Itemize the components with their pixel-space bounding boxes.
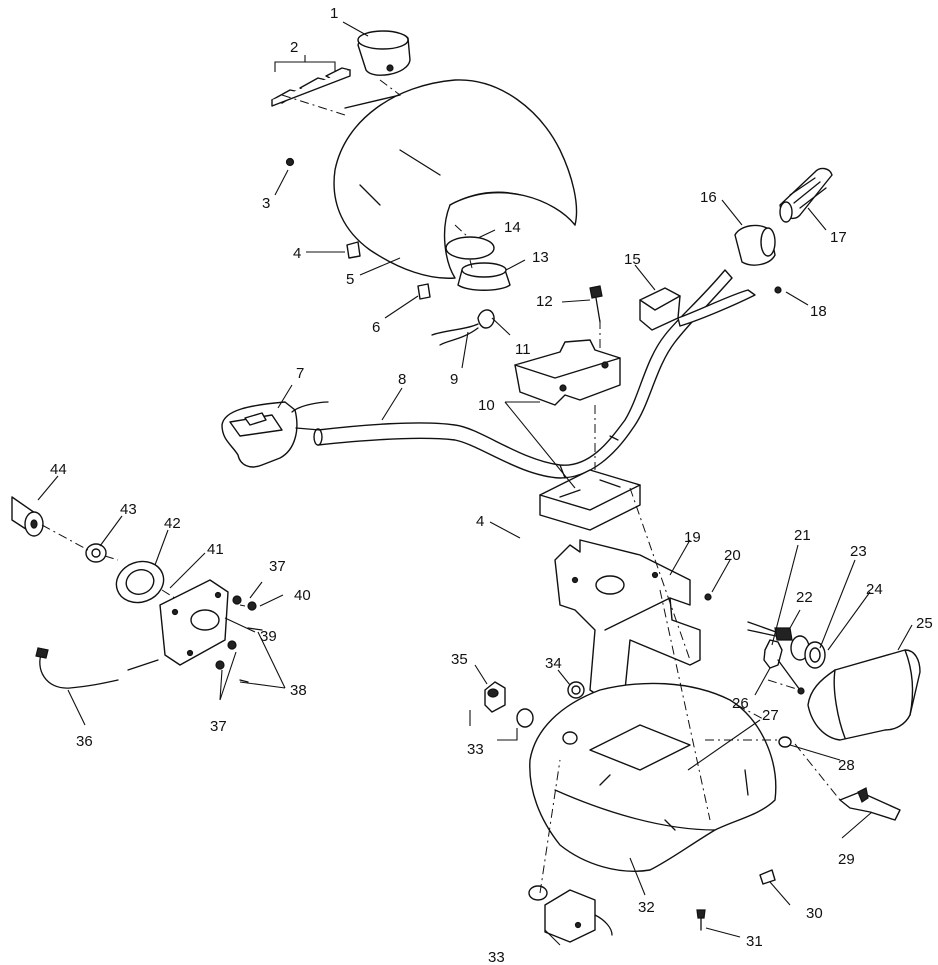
- callout-8: 8: [398, 371, 406, 388]
- callout-15: 15: [624, 251, 641, 268]
- clip: [346, 241, 361, 259]
- callout-13: 13: [532, 249, 549, 266]
- callout-28: 28: [838, 757, 855, 774]
- screw: [774, 286, 782, 294]
- mounting-plate: [159, 579, 229, 666]
- callout-30: 30: [806, 905, 823, 922]
- nut: [516, 708, 534, 728]
- callout-42: 42: [164, 515, 181, 532]
- handlebar: [313, 269, 733, 479]
- callout-2: 2: [290, 39, 298, 56]
- callout-37-lower: 37: [210, 718, 227, 735]
- handlebar-clamp-lower: [539, 469, 641, 531]
- foam-pad: [11, 496, 44, 537]
- bezel-ring: [445, 236, 495, 260]
- callout-44: 44: [50, 461, 67, 478]
- clamp-bolt: [589, 285, 603, 323]
- throttle-housing: [734, 224, 776, 266]
- callout-24: 24: [866, 581, 883, 598]
- callout-34: 34: [545, 655, 562, 672]
- switch-buttons: [271, 67, 351, 107]
- callout-39: 39: [260, 628, 277, 645]
- callout-33-upper: 33: [467, 741, 484, 758]
- callout-38: 38: [290, 682, 307, 699]
- callout-3: 3: [262, 195, 270, 212]
- adjuster-gear: [763, 639, 805, 695]
- callout-1: 1: [330, 5, 338, 22]
- gasket: [115, 560, 165, 604]
- callout-12: 12: [536, 293, 553, 310]
- left-control-housing: [221, 401, 329, 468]
- callout-41: 41: [207, 541, 224, 558]
- callout-36: 36: [76, 733, 93, 750]
- grommet: [567, 681, 585, 699]
- bolt: [215, 595, 263, 683]
- screw: [696, 909, 706, 931]
- retaining-ring: [804, 641, 826, 669]
- callout-35: 35: [451, 651, 468, 668]
- handlebar-clamp-upper: [514, 339, 621, 406]
- brake-master-cylinder: [639, 287, 756, 331]
- clip: [759, 869, 776, 885]
- callout-4-cover: 4: [293, 245, 301, 262]
- callout-16: 16: [700, 189, 717, 206]
- screw: [285, 157, 295, 167]
- headlamp: [807, 649, 921, 741]
- callout-labels: 1 2 3 4 4 5 6 7 8 9 10 11 12 13 14 15 16…: [50, 5, 933, 965]
- ignition-switch: [528, 885, 613, 943]
- callout-25: 25: [916, 615, 933, 632]
- assembly-lines: [41, 79, 841, 894]
- lens-ring: [457, 262, 511, 291]
- wire-harness: [35, 647, 159, 689]
- callout-31: 31: [746, 933, 763, 950]
- callout-32: 32: [638, 899, 655, 916]
- front-cowl: [529, 682, 777, 872]
- headlight-bracket: [554, 539, 701, 701]
- leader-lines: [37, 21, 913, 946]
- callout-43: 43: [120, 501, 137, 518]
- callout-22: 22: [796, 589, 813, 606]
- callout-27: 27: [762, 707, 779, 724]
- callout-11: 11: [515, 341, 531, 358]
- mounting-bracket: [839, 787, 901, 821]
- callout-21: 21: [794, 527, 811, 544]
- callout-17: 17: [830, 229, 847, 246]
- callout-33-lower: 33: [488, 949, 505, 965]
- handlebar-cover: [333, 79, 578, 279]
- callout-14: 14: [504, 219, 521, 236]
- screw: [704, 593, 712, 601]
- callout-40: 40: [294, 587, 311, 604]
- o-ring: [778, 736, 792, 748]
- callout-20: 20: [724, 547, 741, 564]
- callout-4-bracket: 4: [476, 513, 484, 530]
- callout-23: 23: [850, 543, 867, 560]
- hand-grip: [779, 167, 833, 223]
- callout-7: 7: [296, 365, 304, 382]
- callout-37-upper: 37: [269, 558, 286, 575]
- callout-26: 26: [732, 695, 749, 712]
- bulb-socket: [431, 309, 495, 346]
- clip: [417, 283, 431, 300]
- callout-6: 6: [372, 319, 380, 336]
- switch: [484, 681, 506, 713]
- callout-19: 19: [684, 529, 701, 546]
- callout-9: 9: [450, 371, 458, 388]
- bushing: [85, 543, 107, 563]
- gauge-meter: [357, 30, 411, 76]
- callout-18: 18: [810, 303, 827, 320]
- callout-29: 29: [838, 851, 855, 868]
- callout-5: 5: [346, 271, 354, 288]
- callout-10: 10: [478, 397, 495, 414]
- bulb-socket: [747, 621, 793, 641]
